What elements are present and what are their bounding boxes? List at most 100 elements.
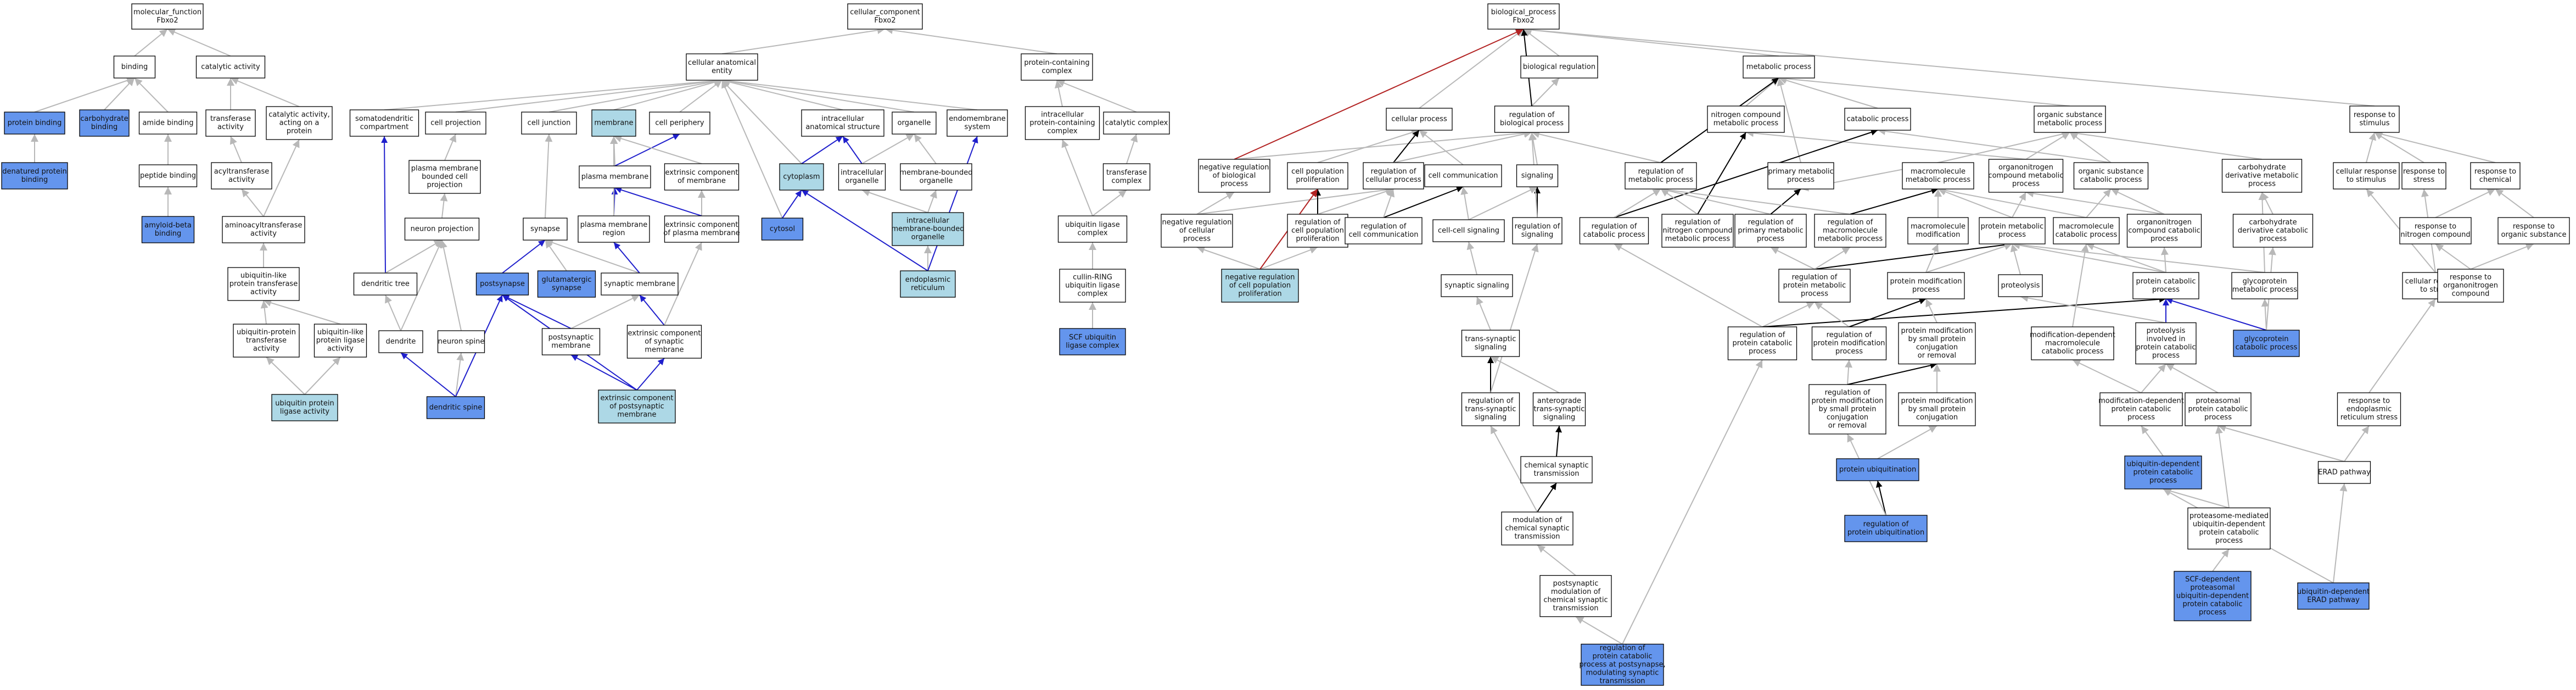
node-scf-dependent-proteasomal-ubiquitin-dependent-protein-catabolic-process[interactable]: SCF-dependentproteasomalubiquitin-depend… (2174, 571, 2252, 621)
node-protein-binding[interactable]: protein binding (4, 112, 65, 135)
node-cytoplasm[interactable]: cytoplasm (779, 163, 824, 191)
node-cell-periphery[interactable]: cell periphery (649, 112, 710, 135)
node-peptide-binding[interactable]: peptide binding (138, 164, 198, 187)
node-dendritic-spine[interactable]: dendritic spine (426, 396, 485, 419)
node-erad-pathway[interactable]: ERAD pathway (2317, 461, 2371, 484)
node-binding[interactable]: binding (113, 55, 156, 79)
node-neuron-projection[interactable]: neuron projection (404, 218, 480, 241)
node-cell-cell-signaling[interactable]: cell-cell signaling (1432, 219, 1505, 242)
node-membrane[interactable]: membrane (591, 109, 636, 137)
node-signaling[interactable]: signaling (1516, 164, 1559, 187)
node-cell-projection[interactable]: cell projection (425, 112, 486, 135)
node-proteasome-mediated-ubiquitin-dependent-protein-catabolic-process[interactable]: proteasome-mediatedubiquitin-dependentpr… (2187, 507, 2271, 550)
node-synaptic-membrane[interactable]: synaptic membrane (601, 272, 679, 296)
node-postsynapse[interactable]: postsynapse (475, 272, 529, 296)
node-cell-junction[interactable]: cell junction (521, 112, 577, 135)
node-synapse[interactable]: synapse (523, 218, 568, 241)
node-dendrite[interactable]: dendrite (378, 330, 423, 353)
node-metabolic-process[interactable]: metabolic process (1743, 55, 1815, 79)
node-plasma-membrane[interactable]: plasma membrane (579, 165, 651, 188)
node-neuron-spine[interactable]: neuron spine (437, 330, 485, 353)
node-dendritic-tree[interactable]: dendritic tree (353, 272, 418, 296)
node-amide-binding[interactable]: amide binding (138, 112, 198, 135)
node-catalytic-complex[interactable]: catalytic complex (1103, 112, 1170, 135)
node-catalytic-activity[interactable]: catalytic activity (195, 55, 266, 79)
node-modification-dependent-macromolecule-catabolic-process[interactable]: modification-dependentmacromoleculecatab… (2030, 326, 2115, 360)
node-proteolysis[interactable]: proteolysis (1998, 274, 2043, 297)
node-cellular-process[interactable]: cellular process (1386, 108, 1453, 131)
